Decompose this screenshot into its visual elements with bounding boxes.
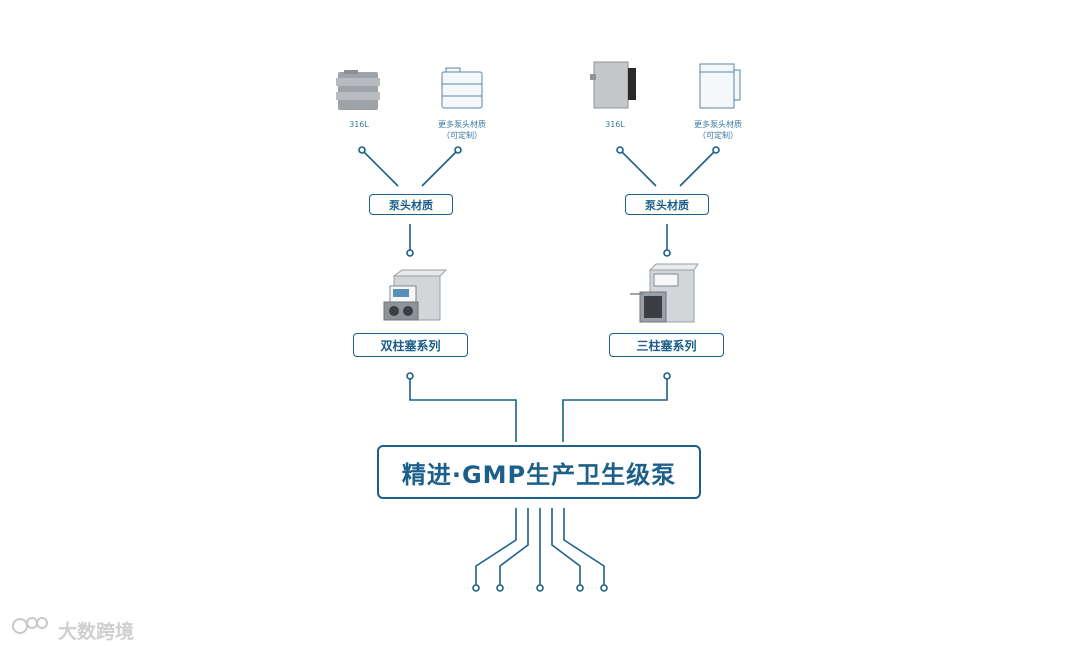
node-dot (576, 584, 584, 592)
node-dot (616, 146, 624, 154)
node-dot (406, 249, 414, 257)
right-connector-a (619, 149, 657, 187)
main-product-label: 精进·GMP生产卫生级泵 (377, 445, 701, 499)
left-custom-pump-head-image (441, 67, 483, 109)
left-connector-a (361, 149, 399, 187)
left-series-connector (409, 376, 517, 442)
right-part-1-caption: 316L (605, 120, 625, 129)
bottom-connector-4 (551, 508, 581, 586)
node-dot (712, 146, 720, 154)
right-material-label: 泵头材质 (625, 194, 709, 215)
right-part-2-caption-line2: （可定制） (698, 131, 738, 140)
right-series-connector (562, 376, 668, 442)
node-dot (406, 372, 414, 380)
left-316l-pump-head-image (336, 70, 380, 110)
node-dot (358, 146, 366, 154)
watermark-text: 大数跨境 (58, 621, 135, 643)
watermark-logo-icon (12, 617, 48, 634)
node-dot (454, 146, 462, 154)
bottom-connector-2 (499, 508, 529, 586)
triple-plunger-pump-image (630, 263, 699, 323)
node-dot (600, 584, 608, 592)
node-dot (663, 372, 671, 380)
node-dot (472, 584, 480, 592)
right-part-2-caption-line1: 更多泵头材质 (694, 120, 742, 129)
left-part-2-caption-line1: 更多泵头材质 (438, 120, 486, 129)
dual-plunger-series-label: 双柱塞系列 (353, 333, 468, 357)
node-dot (663, 249, 671, 257)
left-part-2-caption-line2: （可定制） (442, 131, 482, 140)
left-part-1-caption: 316L (349, 120, 369, 129)
right-316l-pump-head-image (590, 61, 636, 109)
node-dot (536, 584, 544, 592)
left-connector-b (421, 149, 459, 187)
node-dot (496, 584, 504, 592)
bottom-connector-1 (475, 508, 517, 586)
right-custom-pump-head-image (699, 63, 741, 109)
triple-plunger-series-label: 三柱塞系列 (609, 333, 724, 357)
dual-plunger-pump-image (383, 269, 448, 321)
bottom-connector-5 (563, 508, 605, 586)
right-connector-b (679, 149, 717, 187)
left-material-label: 泵头材质 (369, 194, 453, 215)
